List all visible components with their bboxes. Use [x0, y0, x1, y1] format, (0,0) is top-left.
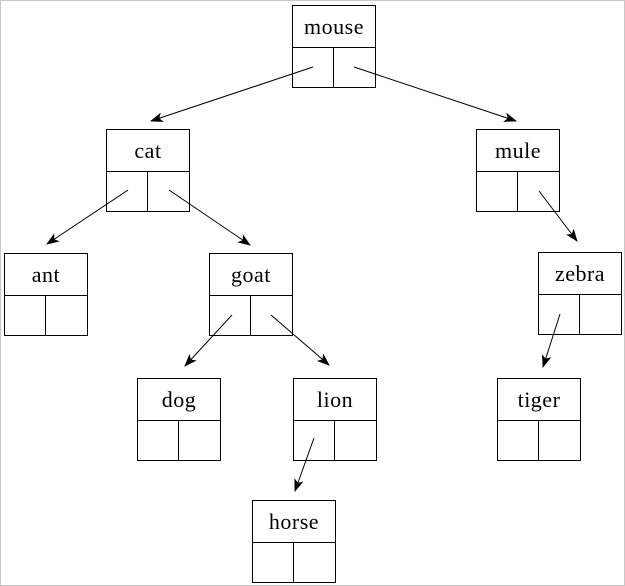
tree-node-ant: ant [4, 253, 88, 336]
pointer-cells [294, 421, 376, 461]
pointer-cells [539, 295, 621, 335]
tree-node-mouse: mouse [292, 5, 376, 88]
left-pointer-cell [293, 48, 334, 88]
pointer-cells [293, 48, 375, 88]
node-label-horse: horse [253, 501, 335, 543]
left-pointer-cell [107, 172, 148, 212]
pointer-cells [138, 421, 220, 461]
left-pointer-cell [138, 421, 179, 461]
node-label-ant: ant [5, 254, 87, 296]
left-pointer-cell [539, 295, 580, 335]
tree-node-cat: cat [106, 129, 190, 212]
pointer-cells [210, 296, 292, 336]
right-pointer-cell [518, 172, 559, 212]
tree-node-tiger: tiger [497, 378, 581, 461]
tree-node-goat: goat [209, 253, 293, 336]
left-pointer-cell [5, 296, 46, 336]
tree-node-horse: horse [252, 500, 336, 583]
node-label-tiger: tiger [498, 379, 580, 421]
node-label-zebra: zebra [539, 253, 621, 295]
node-label-goat: goat [210, 254, 292, 296]
node-label-dog: dog [138, 379, 220, 421]
edge-mouse-left-cat [149, 66, 314, 122]
right-pointer-cell [335, 421, 376, 461]
tree-node-zebra: zebra [538, 252, 622, 335]
right-pointer-cell [179, 421, 220, 461]
pointer-cells [107, 172, 189, 212]
left-pointer-cell [210, 296, 251, 336]
edge-mouse-right-mule [353, 66, 518, 122]
tree-node-lion: lion [293, 378, 377, 461]
right-pointer-cell [251, 296, 292, 336]
tree-node-mule: mule [476, 129, 560, 212]
right-pointer-cell [294, 543, 335, 583]
right-pointer-cell [46, 296, 87, 336]
left-pointer-cell [253, 543, 294, 583]
right-pointer-cell [334, 48, 375, 88]
pointer-cells [5, 296, 87, 336]
left-pointer-cell [477, 172, 518, 212]
node-label-mule: mule [477, 130, 559, 172]
tree-node-dog: dog [137, 378, 221, 461]
right-pointer-cell [580, 295, 621, 335]
pointer-cells [477, 172, 559, 212]
pointer-cells [498, 421, 580, 461]
left-pointer-cell [498, 421, 539, 461]
left-pointer-cell [294, 421, 335, 461]
node-label-cat: cat [107, 130, 189, 172]
node-label-lion: lion [294, 379, 376, 421]
pointer-cells [253, 543, 335, 583]
node-label-mouse: mouse [293, 6, 375, 48]
right-pointer-cell [148, 172, 189, 212]
right-pointer-cell [539, 421, 580, 461]
